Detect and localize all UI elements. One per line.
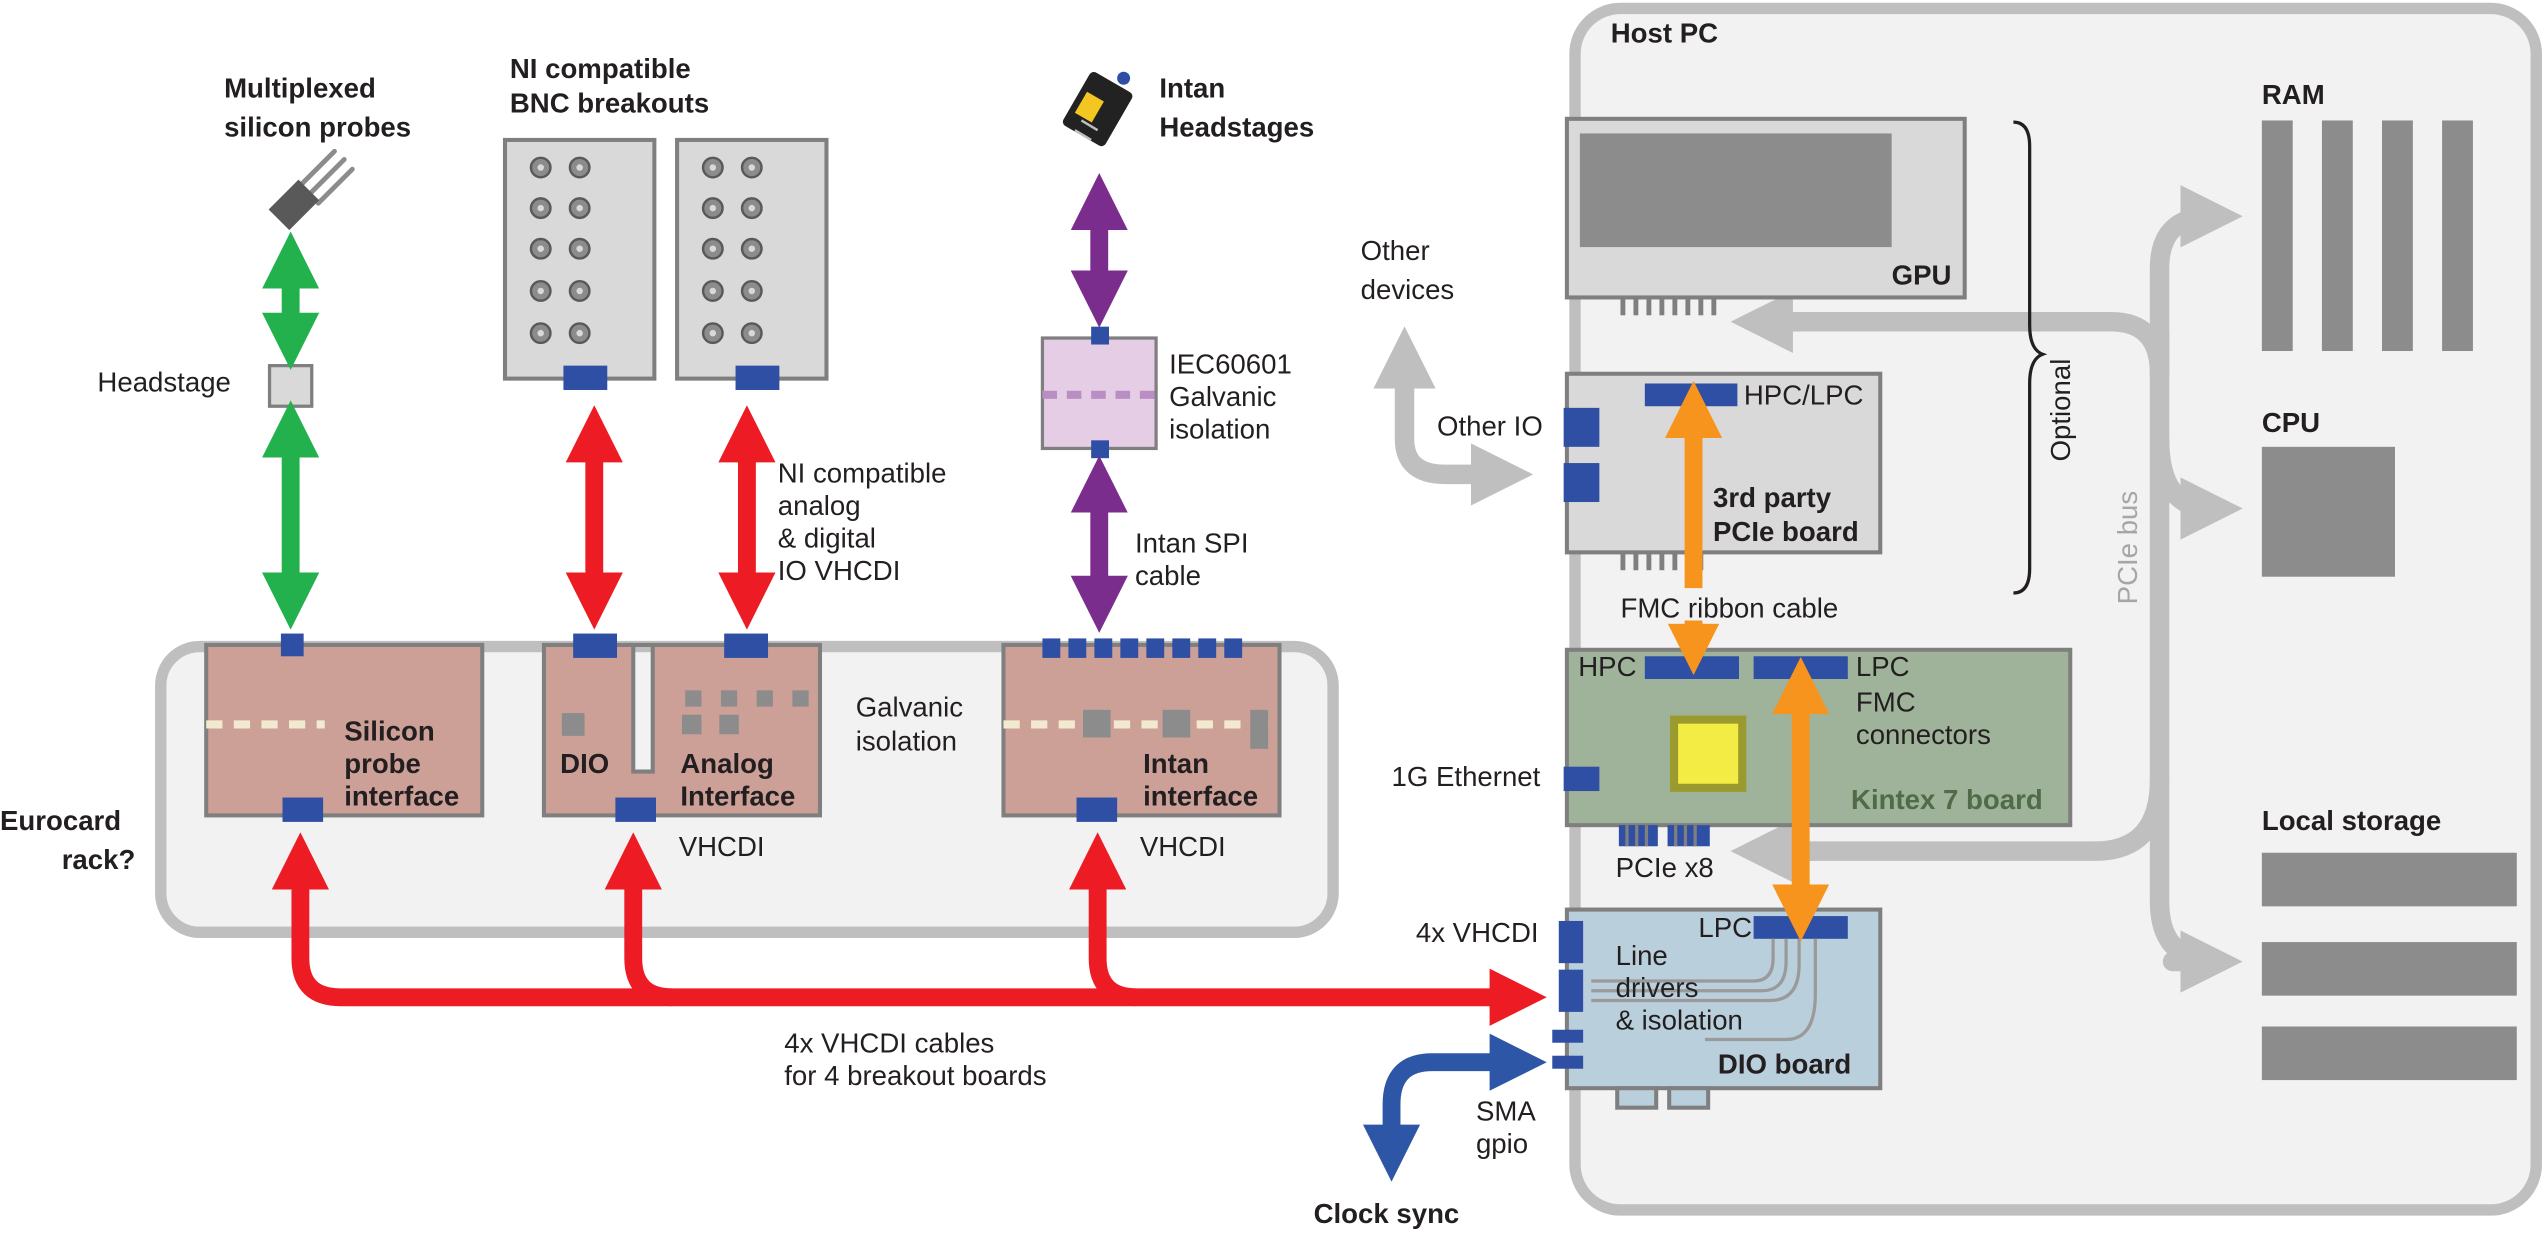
line-driver-traces [1591, 938, 1817, 1042]
pcie-bus-to-gpu [1730, 290, 2170, 384]
four-vhcdi-label: 4x VHCDI [1416, 917, 1539, 948]
intan-top-connectors [1042, 638, 1243, 658]
hpc-lpc-connector [1644, 383, 1738, 407]
vhcdi-connector-1 [1558, 920, 1584, 964]
ethernet-label: 1G Ethernet [1392, 761, 1541, 792]
fmc-ribbon-label: FMC ribbon cable [1620, 592, 1838, 623]
pcie-bus-to-kintex [1730, 769, 2170, 883]
gpu-label: GPU [1892, 259, 1952, 290]
pcie-x8-label: PCIe x8 [1616, 852, 1714, 883]
kintex-board-label: Kintex 7 board [1851, 784, 2043, 815]
cpu-label: CPU [2262, 407, 2320, 438]
fpga-chip [1670, 715, 1747, 792]
bnc-breakout-board-2 [675, 137, 829, 390]
vhcdi-label-1: VHCDI [679, 831, 765, 862]
ram-modules [2261, 120, 2473, 352]
pcie-bus-label: PCIe bus [2112, 491, 2143, 605]
cpu-chip [2261, 446, 2395, 577]
other-io-connector-1 [1563, 407, 1600, 447]
analog-top-connector [724, 633, 769, 658]
dio-lpc-label: LPC [1698, 912, 1752, 943]
host-pc-title: Host PC [1611, 18, 1718, 49]
headstage-label: Headstage [97, 367, 230, 398]
red-vhcdi-cable-bus [271, 832, 1547, 1026]
lpc-connector [1753, 656, 1848, 680]
pcie-bus-to-ram [2149, 185, 2243, 384]
headstage-box [267, 364, 314, 408]
sma-connector-2 [1552, 1055, 1584, 1069]
sma-connector-1 [1552, 1029, 1584, 1043]
ram-label: RAM [2262, 79, 2325, 110]
red-breakout-arrows [565, 405, 776, 630]
dio-card-label: DIO [560, 748, 609, 779]
analog-chips [561, 690, 809, 736]
intan-headstage-icon [1062, 71, 1133, 147]
hpc-lpc-label: HPC/LPC [1744, 380, 1864, 411]
intan-chips [1083, 709, 1269, 749]
optional-label: Optional [2045, 359, 2076, 462]
kintex-lpc-label: LPC [1856, 651, 1910, 682]
bnc-1-connector [563, 365, 608, 390]
vhcdi-connector-2 [1558, 969, 1584, 1012]
local-storage-label: Local storage [2262, 805, 2441, 836]
silicon-bottom-connector [282, 797, 324, 822]
silicon-top-connector [280, 633, 304, 657]
other-io-label: Other IO [1437, 410, 1543, 441]
other-io-connector-2 [1563, 463, 1600, 503]
storage-drives [2261, 852, 2517, 1081]
optional-brace [2013, 120, 2048, 595]
ethernet-connector [1563, 766, 1600, 792]
dio-bottom-connector [615, 797, 656, 822]
dio-board-label: DIO board [1718, 1049, 1851, 1080]
dio-lpc-connector [1753, 916, 1848, 939]
other-io-arrows [1373, 326, 1534, 506]
pcie-bus [1730, 185, 2243, 993]
bnc-breakout-board-1 [502, 137, 657, 390]
vhcdi-label-2: VHCDI [1140, 831, 1226, 862]
dio-top-connector [573, 633, 618, 658]
silicon-probe-icon [268, 148, 355, 231]
gpu-card: GPU [1564, 116, 1967, 316]
iec-isolation-box [1040, 326, 1158, 459]
intan-bottom-connector [1076, 797, 1118, 822]
pcie-bus-to-cpu [2149, 428, 2243, 540]
bnc-2-connector [735, 365, 780, 390]
clock-sync-label: Clock sync [1314, 1198, 1460, 1229]
kintex-hpc-label: HPC [1578, 651, 1636, 682]
hpc-connector [1644, 656, 1740, 680]
clock-sync-arrow [1362, 1033, 1547, 1182]
